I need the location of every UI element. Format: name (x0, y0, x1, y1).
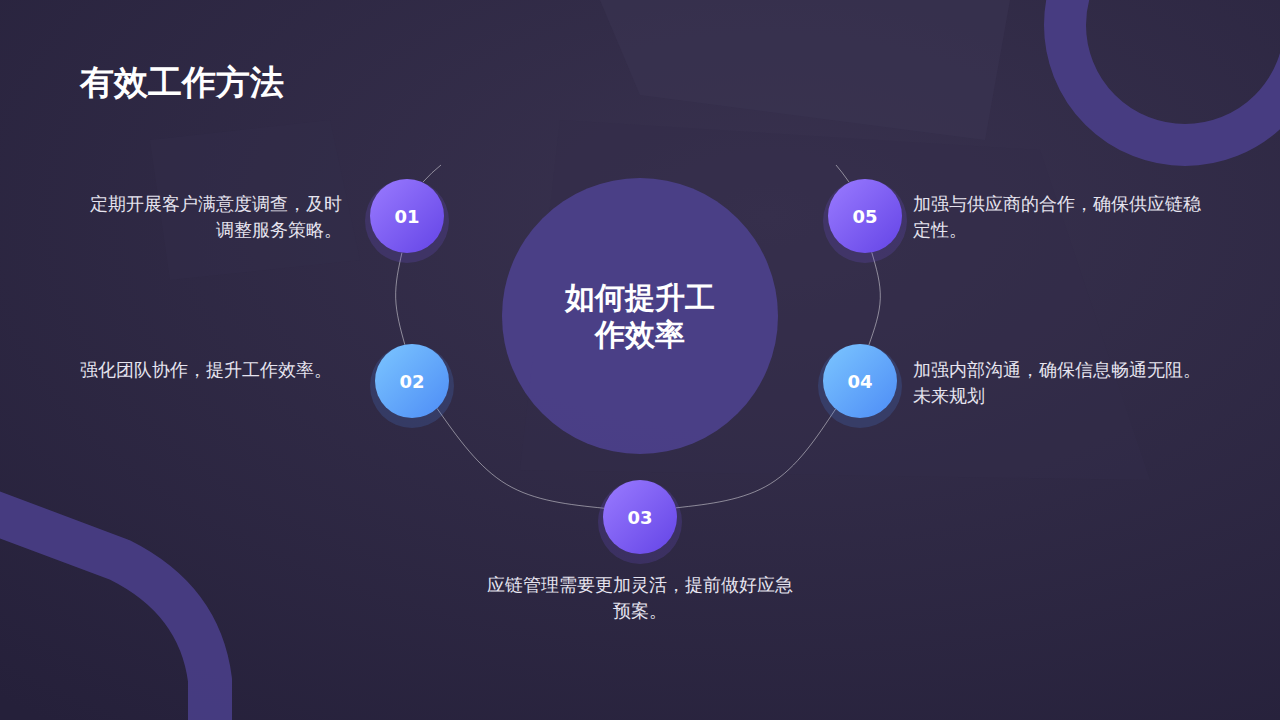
arc-connector (869, 252, 880, 345)
step-circle: 05加强与供应商的合作，确保供应链稳定性。 (828, 179, 902, 253)
topic-circle: 如何提升工作效率 (502, 178, 778, 454)
step-description: 未来规划 (913, 383, 1213, 409)
arc-tail (836, 165, 849, 182)
step-circle: 02强化团队协作，提升工作效率。 (375, 344, 449, 418)
step-description: 加强内部沟通，确保信息畅通无阻。 (913, 357, 1213, 383)
glow (365, 179, 449, 263)
step-fill (375, 344, 449, 418)
step-fill (370, 179, 444, 253)
step-description-block: 应链管理需要更加灵活，提前做好应急预案。 (481, 572, 799, 624)
circle-content: 05 (828, 179, 902, 253)
glow (598, 480, 682, 564)
topic-text: 如何提升工作效率 (561, 279, 719, 354)
step-description-block: 强化团队协作，提升工作效率。 (80, 357, 342, 383)
ring-decoration (1065, 0, 1280, 145)
step-description: 定期开展客户满意度调查，及时调整服务策略。 (80, 191, 342, 243)
step-circle: 03应链管理需要更加灵活，提前做好应急预案。 (603, 480, 677, 554)
circle-content: 03 (603, 480, 677, 554)
glow (370, 344, 454, 428)
slide-title: 有效工作方法 (80, 60, 284, 106)
glow (818, 344, 902, 428)
circle-content: 04 (823, 344, 897, 418)
step-description: 应链管理需要更加灵活，提前做好应急预案。 (481, 572, 799, 624)
step-description-block: 定期开展客户满意度调查，及时调整服务策略。 (80, 191, 342, 243)
step-fill (823, 344, 897, 418)
step-circle: 01定期开展客户满意度调查，及时调整服务策略。 (370, 179, 444, 253)
step-description: 强化团队协作，提升工作效率。 (80, 357, 342, 383)
step-fill (828, 179, 902, 253)
step-description-block: 加强与供应商的合作，确保供应链稳定性。 (913, 191, 1213, 243)
circle-content: 01 (370, 179, 444, 253)
step-circle: 04加强内部沟通，确保信息畅通无阻。未来规划 (823, 344, 897, 418)
step-description: 加强与供应商的合作，确保供应链稳定性。 (913, 191, 1213, 243)
glow (823, 179, 907, 263)
circle-content: 如何提升工作效率 (502, 178, 778, 454)
arc-connector (396, 253, 405, 345)
step-number: 02 (399, 371, 424, 392)
step-number: 03 (627, 507, 652, 528)
band-decoration (0, 500, 210, 720)
arc-tail (423, 165, 441, 182)
topic-fill (502, 178, 778, 454)
step-description-block: 加强内部沟通，确保信息畅通无阻。未来规划 (913, 357, 1213, 409)
circle-shape (502, 178, 778, 454)
step-number: 01 (394, 206, 419, 227)
step-number: 05 (852, 206, 877, 227)
laptop-screen (600, 0, 1010, 140)
step-fill (603, 480, 677, 554)
circle-content: 02 (375, 344, 449, 418)
step-number: 04 (847, 371, 872, 392)
